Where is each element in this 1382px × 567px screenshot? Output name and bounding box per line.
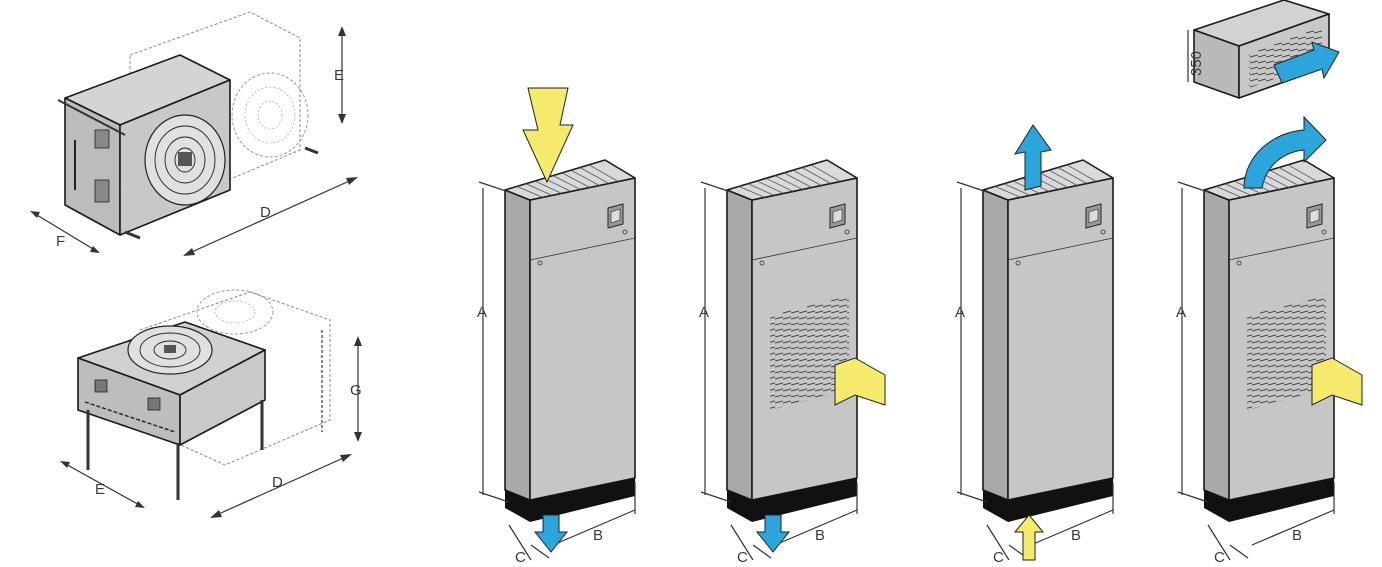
fan-grille-icon	[127, 325, 213, 375]
plenum-outflow-arrow-icon	[1273, 41, 1340, 84]
dim-label-C: C	[993, 549, 1004, 566]
fan-grille-icon	[144, 114, 226, 206]
dim-label-F: F	[56, 233, 65, 250]
cabinet-plinth	[983, 490, 1008, 522]
dim-label-A: A	[699, 304, 709, 321]
airflow-out-arrow-icon	[533, 514, 569, 553]
cabinet-top	[504, 159, 636, 201]
airflow-out-arrow-icon	[755, 514, 791, 553]
airflow-out-arrow-icon	[1013, 124, 1052, 191]
cabinet-plinth	[727, 490, 752, 522]
dim-label-B: B	[1292, 527, 1302, 544]
cabinet-upflow-front-return-plenum: A C B 350	[1176, 0, 1363, 566]
condenser-horizontal: E D F	[30, 11, 358, 256]
dim-label-B: B	[593, 527, 603, 544]
dim-label-E-bottom: E	[95, 481, 105, 498]
airflow-in-arrow-icon	[1013, 514, 1045, 561]
dim-label-B: B	[815, 527, 825, 544]
cabinet-top	[1203, 159, 1335, 201]
cabinet-top	[982, 159, 1114, 201]
cabinet-group: A C B A C B A C B A C B 350	[477, 0, 1363, 566]
fan-grille-ghost-icon	[231, 72, 309, 158]
plenum-height-label: 350	[1188, 51, 1205, 76]
cabinet-plinth	[505, 490, 530, 522]
cabinet-side-panel	[504, 189, 531, 501]
dim-label-A: A	[955, 304, 965, 321]
airflow-in-arrow-icon	[522, 87, 574, 184]
discharge-plenum: 350	[1187, 0, 1340, 99]
dim-label-A: A	[1176, 304, 1186, 321]
cabinet-downflow: A C B	[477, 87, 636, 566]
dim-label-C: C	[1214, 549, 1225, 566]
front-louver-grille	[770, 295, 849, 410]
airflow-in-arrow-icon	[1311, 357, 1363, 406]
dim-label-D: D	[260, 204, 271, 221]
cabinet-plinth	[1204, 490, 1229, 522]
condenser-vertical: G D E	[60, 289, 362, 518]
dim-label-C: C	[515, 549, 526, 566]
cabinet-front-panel	[1007, 177, 1114, 501]
cabinet-top	[726, 159, 858, 201]
cabinet-upflow: A C B	[955, 124, 1114, 566]
plenum-louver-grille	[1249, 26, 1322, 88]
dim-label-D-bottom: D	[272, 474, 283, 491]
dim-label-E: E	[334, 67, 344, 84]
cabinet-side-panel	[982, 189, 1009, 501]
cabinet-front-panel	[529, 177, 636, 501]
cabinet-downflow-front-return: A C B	[699, 159, 886, 566]
airflow-out-arrow-icon	[1243, 115, 1327, 189]
dim-label-C: C	[737, 549, 748, 566]
cabinet-side-panel	[1203, 189, 1230, 501]
dim-label-A: A	[477, 304, 487, 321]
cabinet-side-panel	[726, 189, 753, 501]
fan-grille-ghost-icon	[196, 289, 274, 335]
dim-label-G: G	[350, 382, 362, 399]
airflow-in-arrow-icon	[834, 357, 886, 406]
front-louver-grille	[1247, 295, 1326, 410]
dim-label-B: B	[1071, 527, 1081, 544]
